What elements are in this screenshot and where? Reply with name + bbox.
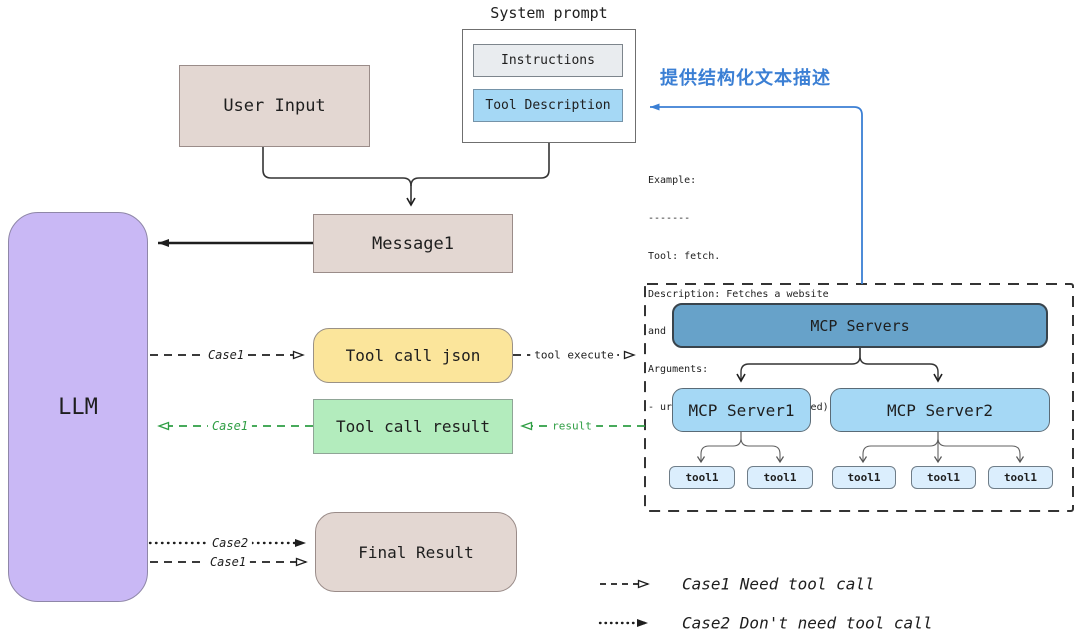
final-result-node: Final Result — [315, 512, 517, 592]
example-line: Tool: fetch. — [648, 250, 721, 262]
edge-label-case1-final: Case1 — [205, 555, 251, 569]
tool-call-json-node: Tool call json — [313, 328, 513, 383]
tool-chip: tool1 — [747, 466, 813, 489]
mcp-server2-node: MCP Server2 — [830, 388, 1050, 432]
legend-case1-label: Case1 Need tool call — [682, 574, 875, 594]
tool-chip: tool1 — [911, 466, 976, 489]
mcp-container-border — [644, 283, 1074, 512]
mcp-servers-node: MCP Servers — [672, 303, 1048, 348]
example-line: Description: Fetches a website — [648, 288, 829, 300]
arrow-server1-tools — [696, 432, 785, 464]
arrow-user-input-to-message1 — [262, 143, 550, 207]
arrow-server2-tools — [858, 432, 1025, 464]
edge-label-tool-execute: tool execute — [530, 348, 618, 362]
arrow-mcp-tree — [736, 348, 943, 383]
system-prompt-title: System prompt — [490, 4, 608, 22]
arrow-mcp-to-tool-description — [650, 103, 863, 284]
mcp-server1-node: MCP Server1 — [672, 388, 811, 432]
tool-description-box: Tool Description — [473, 89, 623, 122]
example-line: Arguments: — [648, 364, 709, 376]
message1-node: Message1 — [313, 214, 513, 273]
legend-case2-label: Case2 Don't need tool call — [682, 613, 933, 633]
edge-label-result: result — [548, 419, 596, 433]
example-line: ------- — [648, 212, 691, 224]
edge-label-case1-json: Case1 — [203, 348, 249, 362]
tool-chip: tool1 — [832, 466, 896, 489]
tool-chip: tool1 — [669, 466, 735, 489]
instructions-box: Instructions — [473, 44, 623, 77]
tool-call-result-node: Tool call result — [313, 399, 513, 454]
user-input-node: User Input — [179, 65, 370, 147]
example-line: Example: — [648, 175, 697, 187]
tool-chip: tool1 — [988, 466, 1053, 489]
edge-label-case1-result: Case1 — [207, 419, 253, 433]
llm-node: LLM — [8, 212, 148, 602]
edge-label-case2-final: Case2 — [207, 536, 253, 550]
structured-text-annotation: 提供结构化文本描述 — [660, 68, 831, 89]
